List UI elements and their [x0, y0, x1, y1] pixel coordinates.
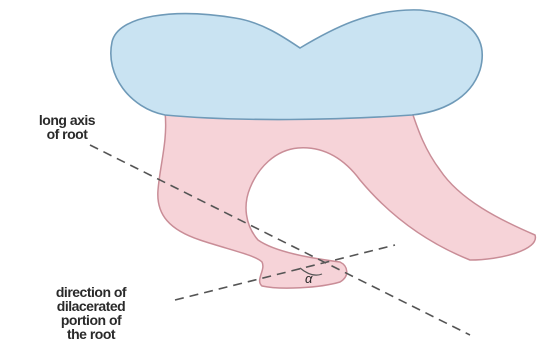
direction-label-line-3: portion of: [16, 313, 166, 327]
direction-label-line-1: direction of: [16, 285, 166, 299]
tooth-root: [158, 112, 536, 288]
dilaceration-direction-label: direction of dilacerated portion of the …: [16, 285, 166, 341]
long-axis-label-line-1: long axis: [12, 113, 122, 127]
tooth-crown: [111, 10, 482, 120]
long-axis-label-line-2: of root: [12, 127, 122, 141]
direction-label-line-4: the root: [16, 327, 166, 341]
direction-label-line-2: dilacerated: [16, 299, 166, 313]
long-axis-label: long axis of root: [12, 113, 122, 141]
angle-alpha-label: α: [305, 272, 312, 286]
